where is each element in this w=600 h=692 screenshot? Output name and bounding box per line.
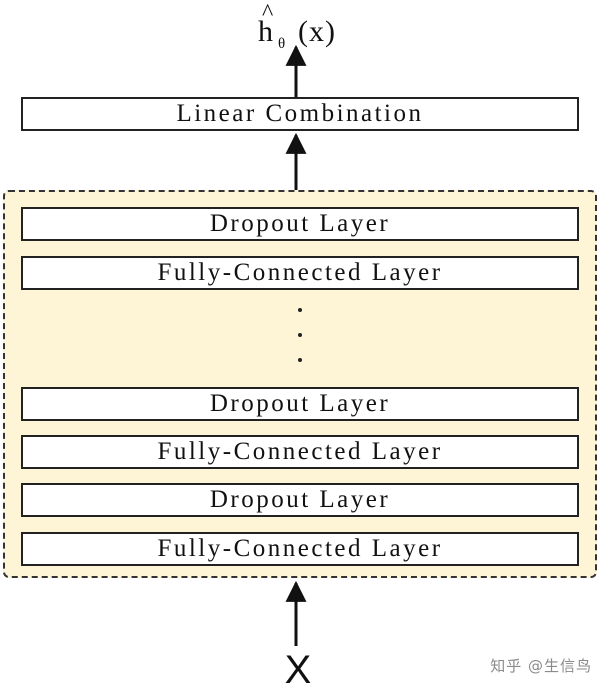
layer-label: Dropout Layer [209, 486, 391, 513]
dropout-layer-box: Dropout Layer [21, 387, 579, 421]
fully-connected-layer-box: Fully-Connected Layer [21, 435, 579, 469]
output-subscript: θ [278, 36, 287, 52]
layer-label: Fully-Connected Layer [157, 535, 443, 562]
layer-stack-container [3, 190, 597, 578]
output-symbol: h [258, 15, 274, 48]
input-label: X [284, 648, 312, 692]
output-argument: (x) [298, 15, 336, 48]
layer-label: Dropout Layer [209, 210, 391, 237]
dropout-layer-box: Dropout Layer [21, 207, 579, 241]
watermark: 知乎 @生信鸟 [490, 657, 592, 675]
layer-label: Dropout Layer [209, 390, 391, 417]
fully-connected-layer-box: Fully-Connected Layer [21, 532, 579, 566]
output-hat: ^ [262, 0, 275, 26]
linear-combination-box: Linear Combination [21, 97, 579, 131]
layer-label: Fully-Connected Layer [157, 438, 443, 465]
output-label: ^ h θ (x) [258, 0, 358, 52]
linear-combination-label: Linear Combination [176, 100, 424, 127]
layer-label: Fully-Connected Layer [157, 259, 443, 286]
dropout-layer-box: Dropout Layer [21, 483, 579, 517]
fully-connected-layer-box: Fully-Connected Layer [21, 256, 579, 290]
ellipsis-dots [295, 300, 305, 370]
